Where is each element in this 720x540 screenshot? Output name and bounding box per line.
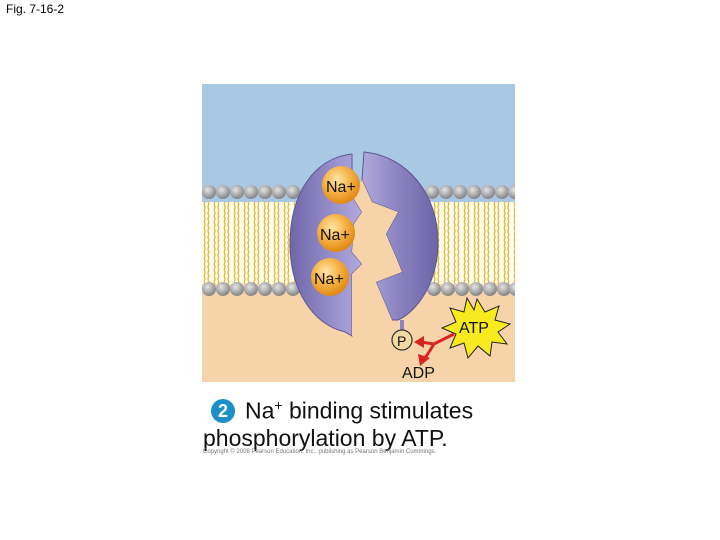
phosphate-transfer-arrows [414,332,455,366]
phosphate-group: P [391,329,413,351]
sodium-ion-2: Na+ [317,214,355,252]
phosphate-label: P [397,333,406,349]
membrane-heads-lower [202,282,515,296]
caption-ion-charge: + [274,397,283,413]
figure-label: Fig. 7-16-2 [6,2,65,16]
atp-label: ATP [459,320,489,337]
caption-ion: Na [245,397,275,424]
atp-burst: ATP [440,296,512,360]
sodium-ion-3-label: Na+ [314,271,344,288]
copyright-notice: Copyright © 2008 Pearson Education, Inc.… [203,449,437,455]
sodium-ion-3: Na+ [311,258,349,296]
sodium-ion-1-label: Na+ [326,179,356,196]
caption-line-2: phosphorylation by ATP. [203,424,448,451]
adp-label: ADP [402,365,435,382]
caption-line-1: 2 Na+ binding stimulates [203,392,523,425]
pump-protein-right-lobe [361,151,439,321]
caption-line-1-rest: binding stimulates [282,397,474,424]
phosphate-stalk [400,320,404,332]
sodium-potassium-pump-diagram: Na+ Na+ Na+ P ATP ADP [202,84,515,382]
sodium-ion-2-label: Na+ [320,227,350,244]
step-number-badge: 2 [211,398,235,423]
binding-pocket [352,180,402,336]
sodium-ion-1: Na+ [322,166,360,204]
step-caption: 2 Na+ binding stimulates phosphorylation … [203,392,523,452]
